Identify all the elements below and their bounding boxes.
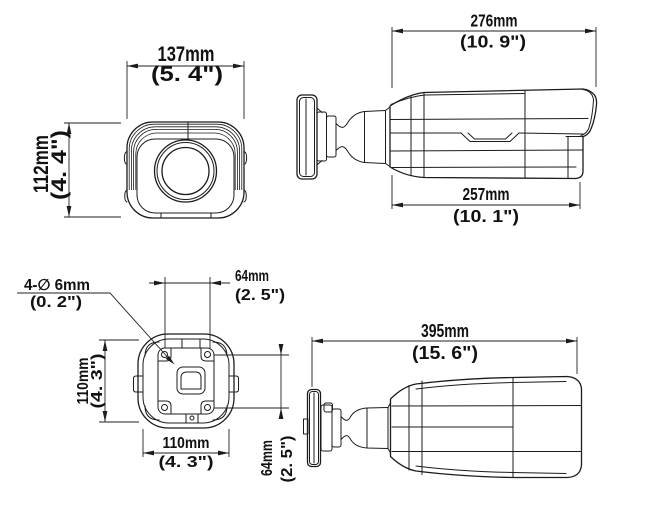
back-top-span-mm-label: 64mm	[235, 268, 269, 285]
front-view: 137mm (5. 4") 112mm (4. 4")	[30, 43, 248, 219]
side-body-length-in-label: (10. 1")	[453, 206, 519, 226]
top-plate-screw	[323, 402, 333, 413]
front-height-in-label: (4. 4")	[48, 130, 71, 200]
front-right-hinge-bump	[243, 151, 248, 165]
back-holes-mm-label: 4-∅ 6mm	[24, 277, 90, 294]
top-mount-bracket	[303, 388, 391, 468]
back-right-tab	[228, 375, 239, 393]
back-holes-in-label: (0. 2")	[30, 294, 82, 311]
back-holes-callout: 4-∅ 6mm (0. 2")	[17, 277, 175, 365]
bottom-tab-hole	[189, 415, 195, 421]
front-inner-outline	[136, 138, 235, 214]
front-body-outline	[126, 121, 245, 219]
back-width-dimension: 110mm (4. 3")	[142, 429, 230, 471]
front-left-hinge-bump	[123, 151, 128, 165]
lens-mid-ring	[156, 142, 215, 200]
back-height-dimension: 110mm (4. 3")	[75, 339, 139, 423]
back-right-span-dimension: 64mm (2. 5")	[214, 344, 296, 483]
back-left-tab	[133, 375, 144, 393]
back-outer-outline	[137, 333, 235, 429]
lens-outer-ring	[153, 139, 218, 203]
back-top-span-in-label: (2. 5")	[235, 287, 285, 304]
mount-hole-top-right	[204, 351, 211, 358]
side-mount-bracket	[296, 94, 391, 180]
front-height-mm-label: 112mm	[30, 135, 53, 193]
top-total-length-in-label: (15. 6")	[412, 343, 478, 363]
top-body-outline	[389, 375, 583, 479]
side-body-length-mm-label: 257mm	[463, 184, 510, 204]
back-inner-outline	[142, 338, 230, 424]
back-top-span-dimension: 64mm (2. 5")	[149, 268, 285, 348]
back-bracket-plate	[157, 347, 215, 415]
side-body-notch	[460, 132, 520, 142]
back-width-mm-label: 110mm	[163, 435, 210, 452]
lens-inner-ring	[161, 146, 210, 196]
top-view: 395mm (15. 6")	[303, 321, 583, 479]
back-height-mm-label: 110mm	[75, 358, 92, 405]
side-view: 276mm (10. 9") 257mm (10. 1")	[296, 11, 598, 226]
back-height-in-label: (4. 3")	[89, 354, 106, 409]
mount-hole-bottom-right	[204, 404, 211, 411]
mount-hole-top-left	[161, 351, 168, 358]
front-width-dimension: 137mm (5. 4")	[126, 43, 245, 119]
side-total-length-dimension: 276mm (10. 9")	[391, 11, 597, 88]
back-right-span-mm-label: 64mm	[259, 440, 276, 476]
front-width-mm-label: 137mm	[158, 43, 215, 66]
front-height-dimension: 112mm (4. 4")	[30, 122, 121, 218]
top-total-length-dimension: 395mm (15. 6")	[311, 321, 578, 387]
front-width-in-label: (5. 4")	[151, 63, 223, 86]
side-body-length-dimension: 257mm (10. 1")	[391, 175, 581, 226]
side-body-outline	[389, 88, 598, 180]
side-total-length-mm-label: 276mm	[471, 11, 518, 31]
front-top-hatch-band	[128, 123, 243, 190]
mount-hole-bottom-left	[161, 404, 168, 411]
cable-opening	[176, 366, 206, 395]
top-total-length-mm-label: 395mm	[421, 321, 469, 341]
side-total-length-in-label: (10. 9")	[460, 32, 526, 52]
back-mount-view: 4-∅ 6mm (0. 2") 64mm (2. 5") 110mm (4. 3…	[17, 268, 296, 483]
back-width-in-label: (4. 3")	[159, 454, 214, 471]
back-right-span-in-label: (2. 5")	[279, 436, 296, 483]
top-plate-notch	[303, 418, 309, 435]
